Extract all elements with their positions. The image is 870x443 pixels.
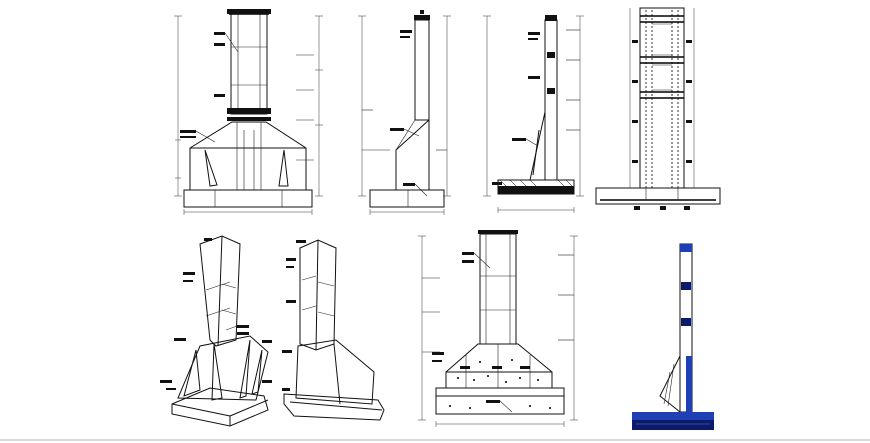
view-elevation-side [358,10,451,215]
view-isometric-side [282,239,385,421]
view-isometric-front [160,235,272,427]
view-section-side [483,15,584,213]
view-reinforcement-elevation [595,7,721,210]
view-elevation-footing-detail [418,230,578,427]
view-elevation-front [174,9,323,215]
view-colored-section [632,243,714,430]
